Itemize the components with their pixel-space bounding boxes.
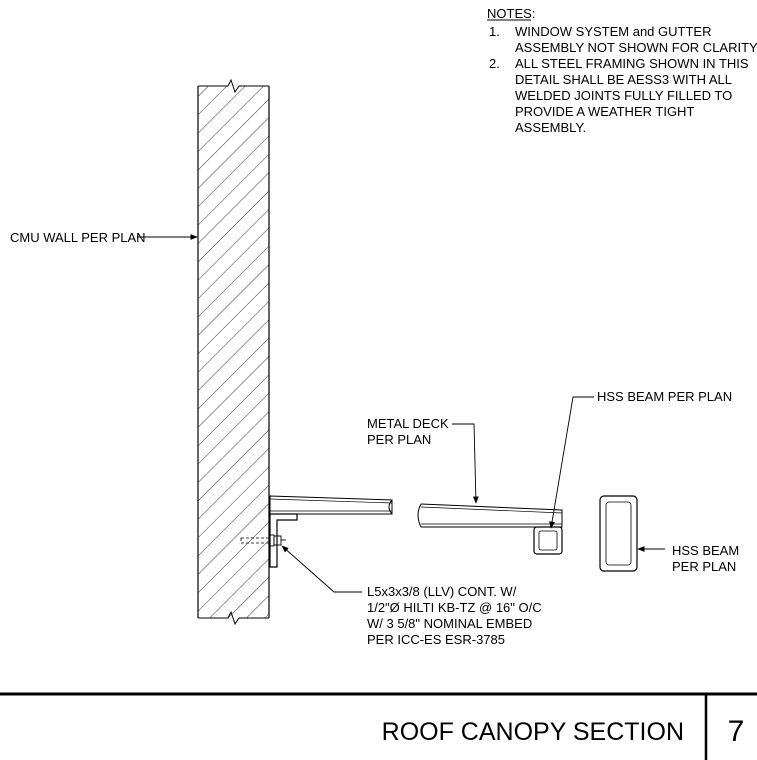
- top-break-line: [198, 78, 269, 94]
- note-1-line-2: ASSEMBLY NOT SHOWN FOR CLARITY.: [515, 40, 757, 55]
- angle-label-line-3: W/ 3 5/8" NOMINAL EMBED: [367, 616, 532, 631]
- hss-beam-top-label: HSS BEAM PER PLAN: [597, 389, 732, 404]
- detail-title: ROOF CANOPY SECTION: [382, 718, 684, 746]
- steel-angle: [269, 513, 298, 568]
- note-2-line-1: ALL STEEL FRAMING SHOWN IN THIS: [515, 56, 749, 71]
- cmu-wall-label: CMU WALL PER PLAN: [10, 230, 146, 245]
- notes-block: NOTES: 1. WINDOW SYSTEM and GUTTER ASSEM…: [487, 6, 757, 135]
- angle-label-line-4: PER ICC-ES ESR-3785: [367, 632, 505, 647]
- note-2-number: 2.: [489, 56, 500, 71]
- angle-leader: [281, 545, 362, 593]
- title-block: ROOF CANOPY SECTION 7: [0, 692, 757, 760]
- metal-deck-label-line-2: PER PLAN: [367, 432, 431, 447]
- note-2-line-2: DETAIL SHALL BE AESS3 WITH ALL: [515, 72, 732, 87]
- hss-beam-right-label-line-1: HSS BEAM: [672, 543, 739, 558]
- metal-deck-label-line-1: METAL DECK: [367, 416, 449, 431]
- note-2-line-5: ASSEMBLY.: [515, 120, 586, 135]
- note-2-line-4: PROVIDE A WEATHER TIGHT: [515, 104, 694, 119]
- anchor-bolt: [240, 534, 286, 547]
- hss-beam-large: [599, 495, 638, 572]
- note-1-number: 1.: [489, 24, 500, 39]
- note-1-line-1: WINDOW SYSTEM and GUTTER: [515, 24, 711, 39]
- hss-beam-right-label-line-2: PER PLAN: [672, 559, 736, 574]
- metal-deck-leader: [452, 423, 479, 504]
- bottom-break-line: [198, 610, 269, 626]
- angle-label-line-1: L5x3x3/8 (LLV) CONT. W/: [367, 584, 517, 599]
- note-2-line-3: WELDED JOINTS FULLY FILLED TO: [515, 88, 732, 103]
- hss-beam-top-leader: [549, 396, 594, 529]
- cmu-wall: [197, 78, 270, 626]
- hss-beam-small: [533, 526, 563, 555]
- notes-heading: NOTES:: [487, 6, 535, 21]
- detail-number: 7: [728, 715, 745, 748]
- metal-deck: [269, 495, 563, 528]
- angle-label-line-2: 1/2"Ø HILTI KB-TZ @ 16" O/C: [367, 600, 542, 615]
